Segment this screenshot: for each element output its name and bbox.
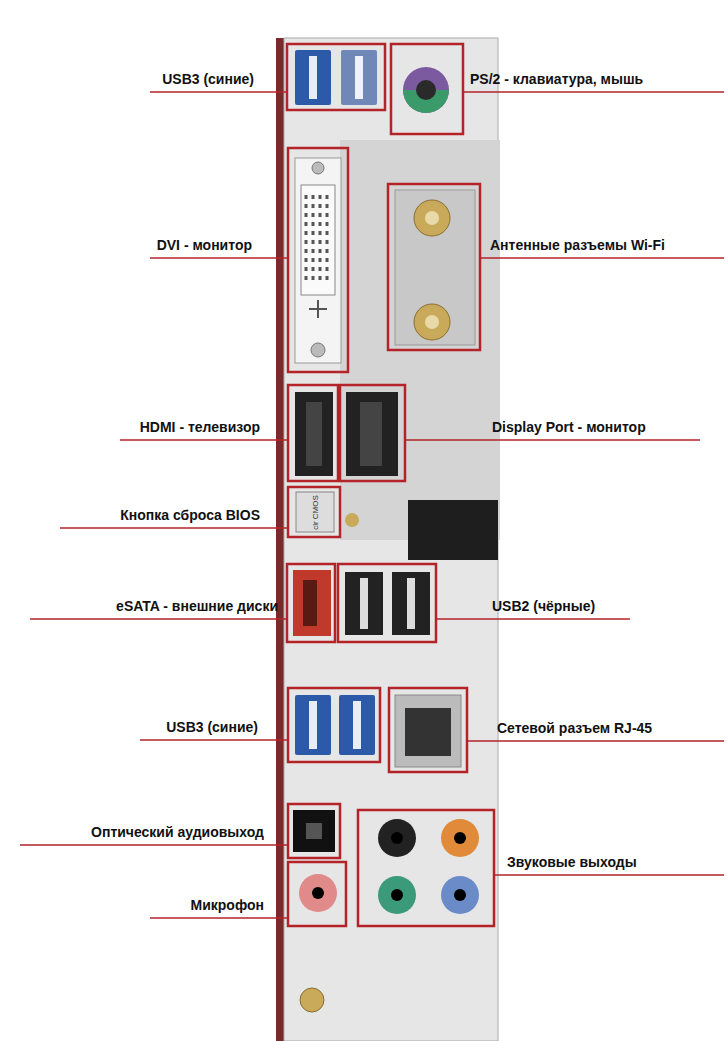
leader-line: [20, 844, 288, 846]
leader-line: [150, 917, 288, 919]
bottom-connector: [300, 988, 324, 1012]
leader-line: [60, 527, 288, 529]
port-outline: [288, 688, 380, 762]
usb-tongue: [355, 56, 363, 99]
jack-hole: [391, 889, 403, 901]
rj45-socket: [405, 708, 451, 756]
heatsink: [408, 500, 498, 560]
button-part: [345, 513, 359, 527]
jack-hole: [454, 889, 466, 901]
board-edge: [276, 38, 284, 1041]
leader-line: [140, 739, 288, 741]
ps2-socket: [416, 80, 436, 100]
optical-shutter: [306, 823, 322, 839]
displayport-port: [346, 392, 398, 476]
usb-tongue: [407, 578, 415, 629]
audio-jack: [378, 819, 416, 857]
antenna-connector: [414, 304, 450, 340]
callout-label: Сетевой разъем RJ-45: [497, 720, 652, 737]
port-outline: [358, 810, 494, 926]
leader-line: [480, 257, 724, 259]
hdmi-port: [295, 392, 333, 476]
port-outline: [389, 688, 467, 772]
callout-label: Звуковые выходы: [507, 854, 637, 871]
leader-line: [405, 439, 700, 441]
leader-line: [30, 618, 287, 620]
dvi-screw: [312, 162, 324, 174]
port-outline: [340, 385, 405, 481]
callout-label: Оптический аудиовыход: [91, 824, 264, 841]
usb-tongue: [360, 578, 368, 629]
jack-hole: [391, 832, 403, 844]
dvi-screw: [311, 343, 325, 357]
usb2-port: [392, 572, 430, 635]
callout-label: Display Port - монитор: [492, 419, 646, 436]
leader-line: [150, 257, 288, 259]
callout-label: USB3 (синие): [162, 71, 254, 88]
leader-line: [436, 618, 630, 620]
leader-line: [494, 874, 724, 876]
dvi-plate: [295, 158, 341, 363]
port-outline: [288, 804, 340, 858]
callout-label: Кнопка сброса BIOS: [120, 507, 260, 524]
audio-jack: [378, 876, 416, 914]
usb3-port: [339, 695, 375, 755]
antenna-pin: [425, 315, 439, 329]
usb-tongue: [309, 56, 317, 99]
callout-label: Антенные разъемы Wi-Fi: [490, 237, 665, 254]
jack-hole: [312, 887, 324, 899]
antenna-pin: [425, 211, 439, 225]
port-outline: [338, 564, 436, 642]
dvi-socket: [301, 185, 335, 295]
shield-shade: [340, 140, 500, 540]
usb-tongue: [309, 701, 317, 749]
leader-line: [463, 91, 724, 93]
mic-jack: [299, 874, 337, 912]
callout-label: DVI - монитор: [157, 237, 252, 254]
port-outline: [287, 564, 335, 642]
audio-jack: [441, 876, 479, 914]
usb3-port: [295, 50, 331, 105]
callout-label: PS/2 - клавиатура, мышь: [470, 71, 643, 88]
esata-port: [293, 570, 331, 636]
displayport-slot: [360, 402, 382, 466]
usb2-port: [345, 572, 383, 635]
callout-label: Микрофон: [191, 897, 264, 914]
port-outline: [388, 184, 480, 350]
button-caption: clr CMOS: [310, 495, 319, 530]
hdmi-slot: [306, 402, 322, 466]
usb-tongue: [353, 701, 361, 749]
clr-cmos-button: [296, 492, 334, 532]
port-outline: [391, 44, 463, 134]
dvi-cross: [309, 300, 327, 318]
port-outline: [288, 862, 346, 926]
rj45-port: [395, 695, 461, 767]
dvi-pins: [306, 195, 327, 285]
port-outline: [287, 44, 385, 110]
ps2-port: [403, 67, 449, 113]
esata-slot: [303, 580, 317, 626]
optical-port: [293, 810, 335, 852]
audio-jack: [441, 819, 479, 857]
port-outline: [288, 487, 340, 537]
callout-label: USB3 (синие): [166, 719, 258, 736]
antenna-connector: [414, 200, 450, 236]
usb3-port: [341, 50, 377, 105]
usb3-port: [295, 695, 331, 755]
leader-line: [467, 740, 724, 742]
callout-label: USB2 (чёрные): [492, 598, 595, 615]
antenna-plate: [395, 190, 475, 345]
callout-label: eSATA - внешние диски: [116, 598, 278, 615]
jack-hole: [454, 832, 466, 844]
leader-line: [120, 439, 288, 441]
leader-line: [150, 91, 287, 93]
callout-label: HDMI - телевизор: [140, 419, 260, 436]
port-outline: [288, 148, 348, 372]
port-outline: [288, 385, 338, 481]
